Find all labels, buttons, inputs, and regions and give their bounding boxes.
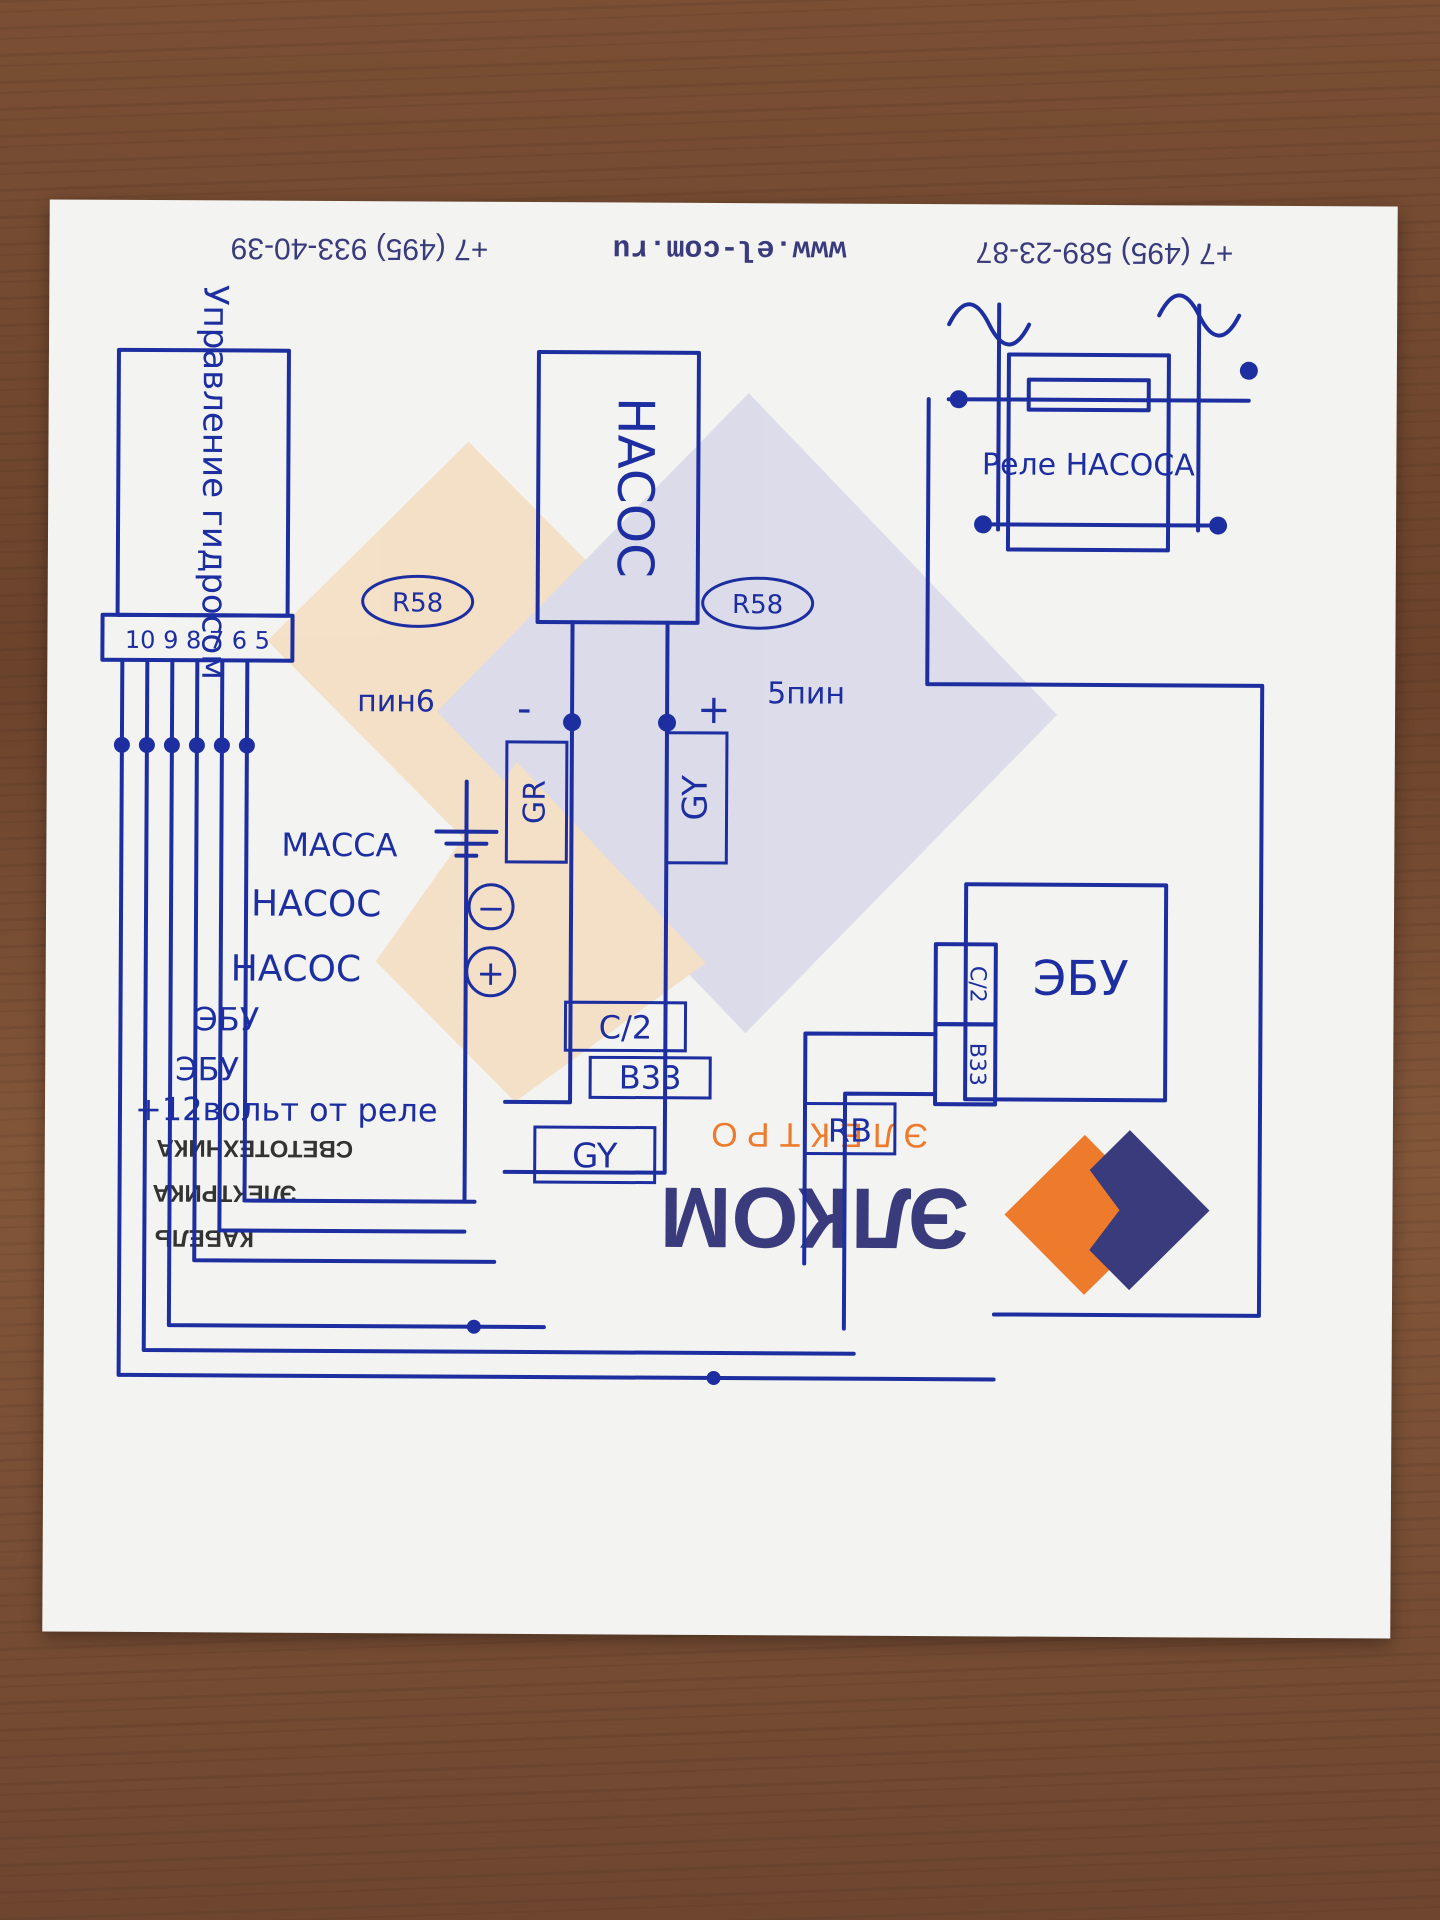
logo-sub: ЭЛЕКТРО	[701, 1115, 928, 1154]
ecu-box	[963, 882, 1169, 1103]
phone-right: +7 (495) 589-23-87	[976, 235, 1234, 269]
ebu-2-label: ЭБУ	[175, 1050, 239, 1088]
plus-label: +	[697, 687, 731, 733]
pump-plus-label: НАСОС	[231, 948, 362, 990]
handdrawn-lines	[100, 293, 1265, 1382]
relay-label: Реле НАСОСА	[982, 447, 1195, 483]
c12-wire-label: C/2	[599, 1008, 653, 1046]
pump-box	[535, 350, 701, 625]
massa-label: МАССА	[281, 826, 397, 865]
r58-left: R58	[392, 588, 443, 618]
pump-minus-sign: −	[477, 889, 506, 929]
ecu-label: ЭБУ	[1033, 951, 1129, 1008]
website: www.el-com.ru	[612, 230, 846, 265]
handwritten-labels: Управление гидросом 10 9 8 7 6 5 НАСОС Р…	[125, 285, 1195, 1185]
pump-relay-box	[1005, 352, 1171, 553]
service-1: СВЕТОТЕХНИКА	[156, 1134, 353, 1162]
phone-left: +7 (495) 933-40-39	[231, 231, 489, 265]
pin5-label: 5пин	[767, 676, 845, 711]
ebu-1-label: ЭБУ	[195, 1000, 259, 1038]
printed-contacts: +7 (495) 933-40-39 www.el-com.ru +7 (495…	[231, 230, 1234, 269]
module-pins-label: 10 9 8 7 6 5	[125, 626, 270, 655]
r58-right: R58	[732, 590, 783, 620]
gy-bottom-label: GY	[572, 1136, 618, 1176]
wire-gy-pump-label: GY	[676, 775, 716, 821]
printed-logo-block: СВЕТОТЕХНИКА ЭЛЕКТРИКА КАБЕЛЬ ЭЛКОМ ЭЛЕК…	[152, 1115, 1210, 1295]
b33-wire-label: B33	[619, 1058, 682, 1096]
pin6-label: пин6	[357, 684, 435, 719]
ecu-b33-label: B33	[964, 1043, 989, 1086]
plus12-label: +12вольт от реле	[135, 1090, 438, 1130]
pump-minus-label: НАСОС	[251, 884, 382, 926]
ecu-c12-label: C/2	[965, 966, 990, 1003]
junction-dots	[113, 361, 1258, 1385]
rb-label: RB	[828, 1112, 872, 1150]
headlight-module-label: Управление гидросом	[193, 285, 235, 680]
pump-plus-sign: +	[476, 954, 505, 994]
business-card: +7 (495) 933-40-39 www.el-com.ru +7 (495…	[42, 199, 1398, 1639]
minus-label: -	[517, 686, 532, 732]
wiring-diagram: +7 (495) 933-40-39 www.el-com.ru +7 (495…	[100, 230, 1265, 1385]
pump-label: НАСОС	[606, 397, 665, 578]
wire-gr-label: GR	[517, 780, 552, 824]
logo-mark-icon	[1004, 1130, 1210, 1295]
logo-main: ЭЛКОМ	[660, 1169, 970, 1267]
